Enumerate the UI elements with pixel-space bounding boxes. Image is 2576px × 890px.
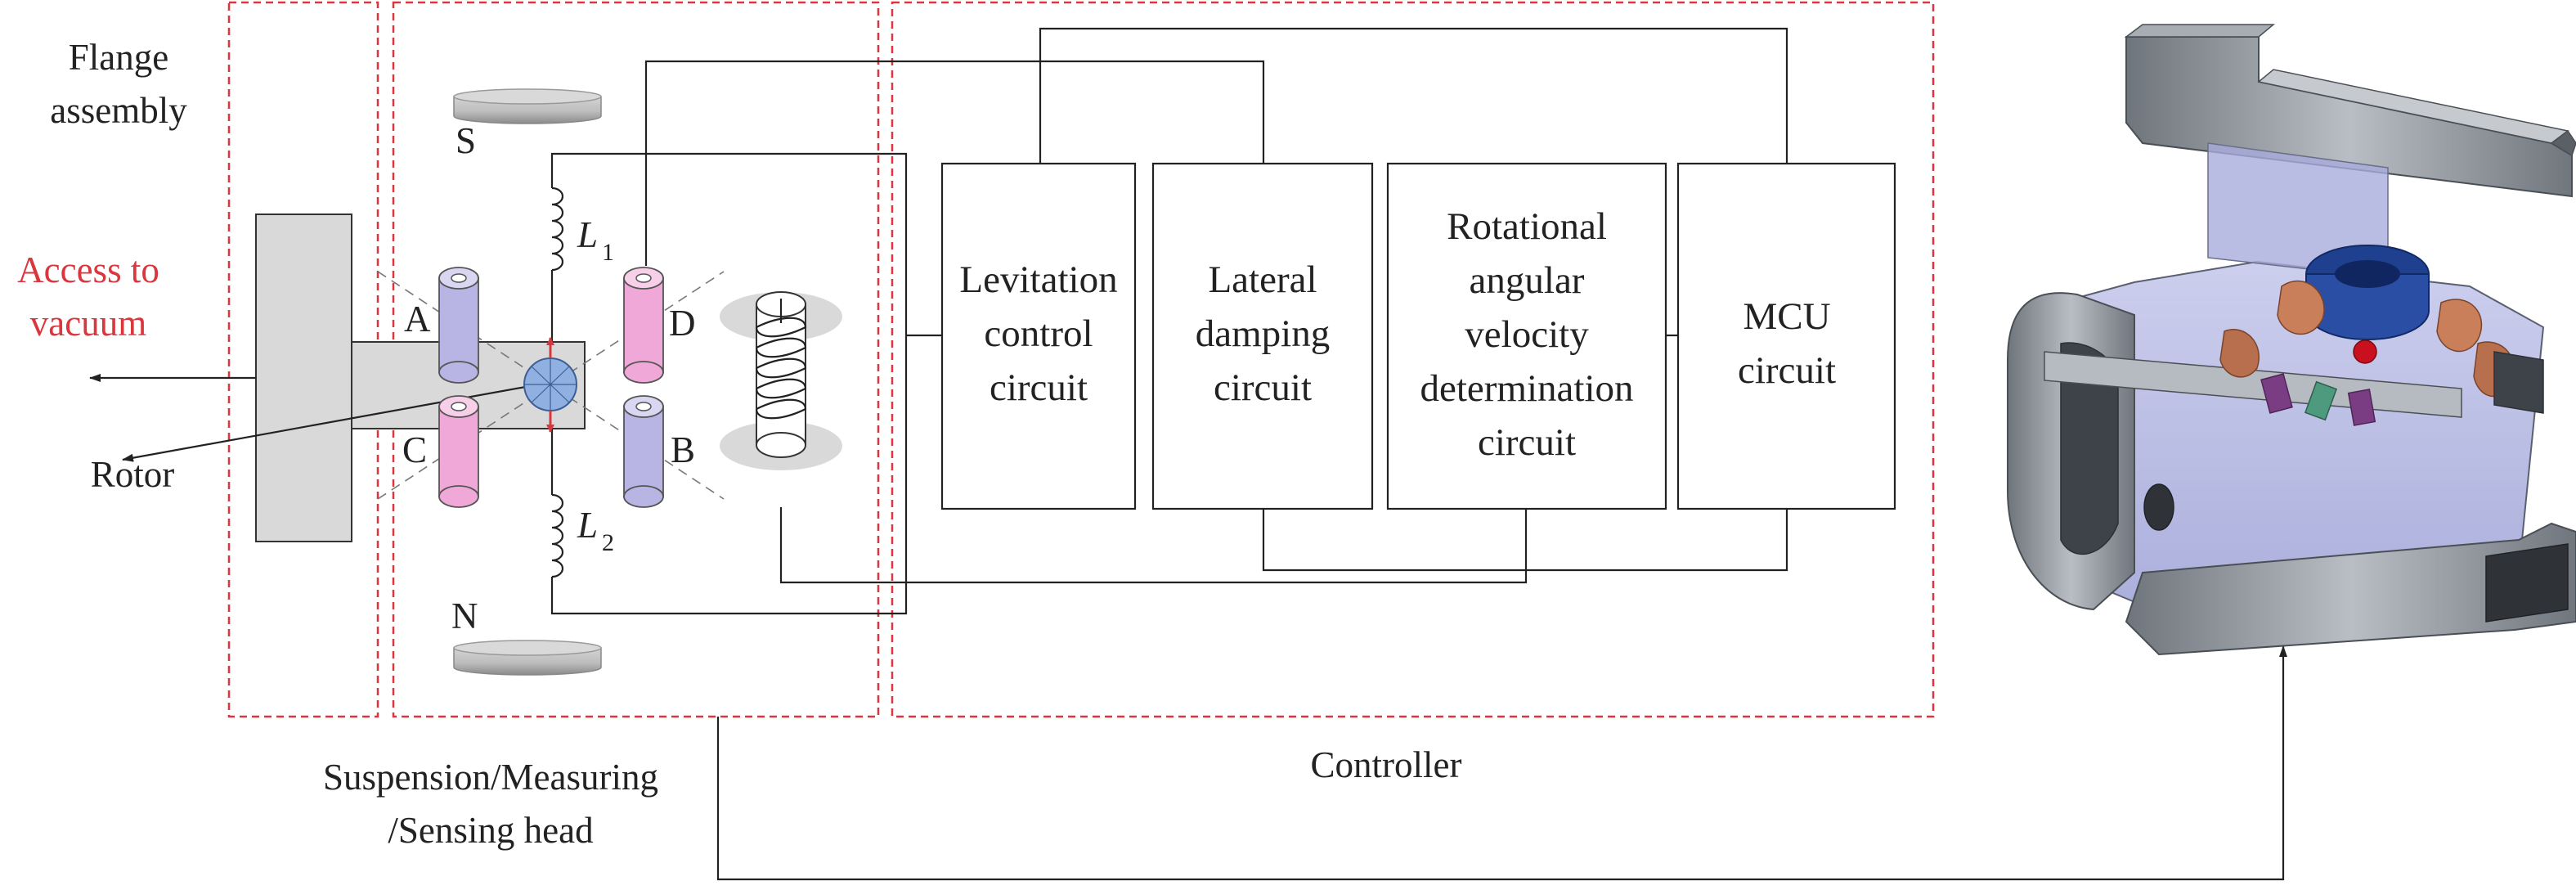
block-levitation: [940, 162, 1137, 510]
axis-diag-2: [377, 271, 725, 500]
coil-d: [623, 267, 664, 384]
pickup-coil: [720, 291, 842, 470]
inductor-l1-coil: [551, 187, 564, 272]
head-label-line-2: /Sensing head: [388, 810, 593, 851]
inductor-l2-coil: [551, 493, 564, 578]
levitation-line-1: Levitation: [959, 258, 1117, 301]
rotational-line-1: Rotational: [1447, 205, 1607, 248]
inductor-l1-subscript: 1: [602, 239, 614, 266]
wiring: [550, 27, 1788, 615]
block-rotational: [1386, 162, 1667, 510]
coil-c: [438, 395, 479, 508]
mcu-line-2: circuit: [1738, 349, 1836, 392]
inductor-l2-label: L: [577, 505, 598, 546]
coil-b: [623, 395, 664, 508]
block-levitation-label: Levitation control circuit: [959, 258, 1117, 409]
sensor-head-cutaway-icon: [2007, 24, 2576, 656]
axis-diag-1: [377, 271, 725, 500]
inductor-l1-label: L: [577, 214, 598, 255]
head-to-device-arrow: [716, 645, 2287, 881]
lateral-line-3: circuit: [1214, 366, 1312, 409]
pole-s-label: S: [456, 120, 476, 161]
access-label-line-2: vacuum: [30, 303, 146, 344]
lateral-line-1: Lateral: [1208, 258, 1317, 301]
block-lateral: [1151, 162, 1374, 510]
block-mcu-label: MCU circuit: [1738, 295, 1836, 392]
flange-label-line-2: assembly: [50, 90, 187, 131]
flange-plate: [255, 214, 352, 542]
block-rotational-label: Rotational angular velocity determinatio…: [1420, 205, 1633, 464]
rotational-line-4: determination: [1420, 367, 1633, 410]
coil-b-label: B: [671, 429, 695, 470]
levitation-line-3: circuit: [990, 366, 1088, 409]
levitation-line-2: control: [984, 312, 1093, 355]
access-label-line-1: Access to: [17, 249, 159, 290]
coil-a-label: A: [404, 299, 431, 339]
rotor-label: Rotor: [91, 454, 175, 495]
head-label-line-1: Suspension/Measuring: [323, 757, 658, 798]
flange-label-line-1: Flange: [69, 37, 168, 78]
coil-c-label: C: [402, 429, 427, 470]
controller-label: Controller: [1311, 744, 1462, 785]
rotational-line-5: circuit: [1478, 421, 1576, 464]
rotational-line-2: angular: [1470, 259, 1585, 302]
rotor-pointer: [122, 381, 549, 462]
pole-n-disk: [453, 640, 602, 676]
inductor-l2-subscript: 2: [602, 529, 614, 556]
mcu-line-1: MCU: [1743, 295, 1830, 338]
coil-d-label: D: [669, 303, 696, 344]
pole-n-label: N: [451, 596, 478, 636]
controller-region-border: [891, 1, 1935, 718]
block-lateral-label: Lateral damping circuit: [1196, 258, 1330, 409]
coil-a: [438, 267, 479, 384]
rotational-line-3: velocity: [1465, 313, 1589, 356]
block-mcu: [1676, 162, 1896, 510]
rotor-ball: [523, 337, 577, 433]
pole-s-disk: [453, 88, 602, 124]
lateral-line-2: damping: [1196, 312, 1330, 355]
